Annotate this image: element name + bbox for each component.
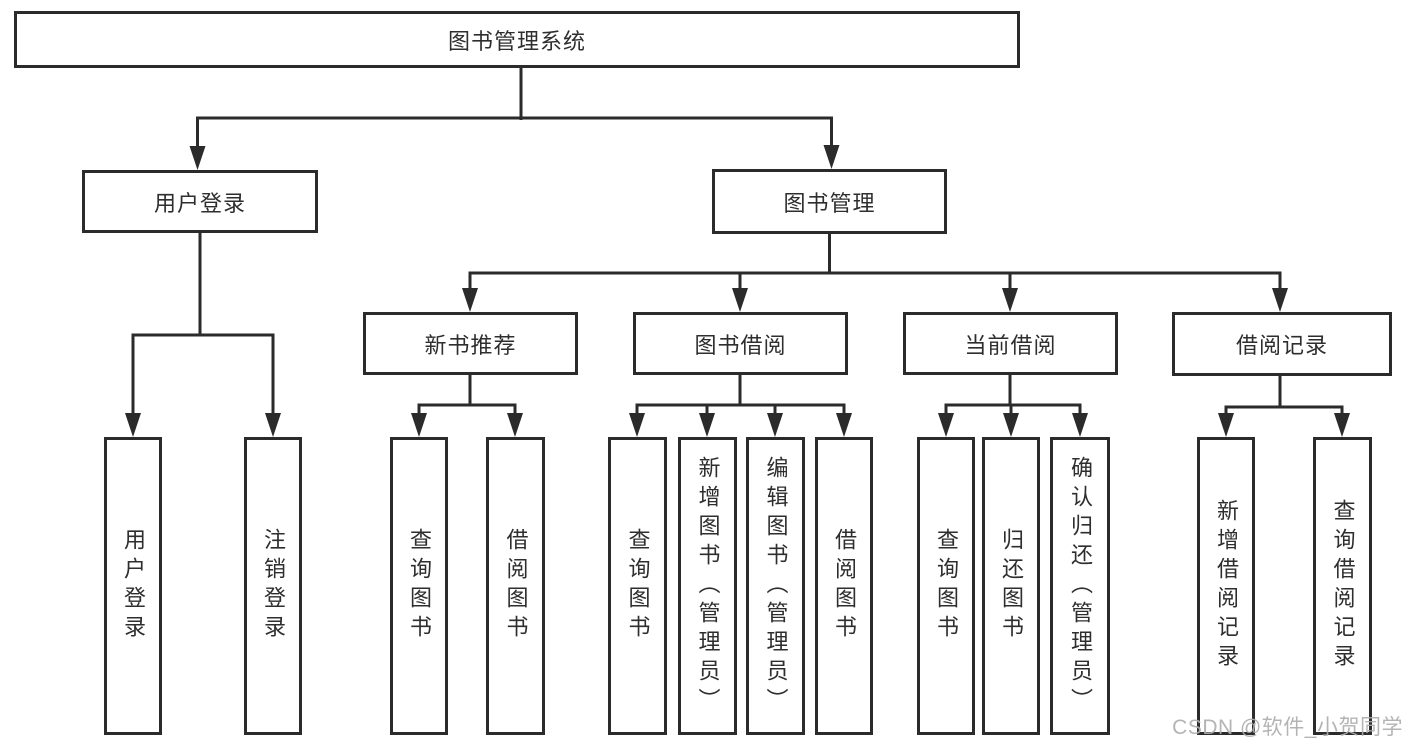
arrow-down-icon bbox=[1072, 413, 1088, 437]
arrow-down-icon bbox=[265, 413, 281, 437]
leaf-label: 借阅图书 bbox=[503, 528, 529, 644]
edge-borrow-split bbox=[635, 375, 846, 415]
node-current-borrow-label: 当前借阅 bbox=[964, 332, 1057, 358]
arrow-down-icon bbox=[1002, 288, 1018, 312]
node-new-book-recommend: 新书推荐 bbox=[363, 312, 578, 375]
leaf-label: 新增借阅记录 bbox=[1214, 499, 1239, 673]
node-user-login: 用户登录 bbox=[82, 170, 318, 233]
node-borrow-records-label: 借阅记录 bbox=[1235, 333, 1328, 358]
leaf-label: 归还图书 bbox=[999, 528, 1024, 644]
node-book-management-label: 图书管理 bbox=[783, 190, 876, 216]
leaf-query-books-borrow: 查询图书 bbox=[608, 437, 667, 735]
arrow-down-icon bbox=[938, 413, 954, 437]
edge-recommend-split bbox=[417, 375, 517, 415]
leaf-borrow-books-borrow: 借阅图书 bbox=[815, 437, 873, 735]
arrow-down-icon bbox=[189, 146, 206, 170]
node-current-borrow: 当前借阅 bbox=[903, 312, 1118, 375]
leaf-label: 查询借阅记录 bbox=[1330, 499, 1356, 673]
arrow-down-icon bbox=[1218, 413, 1234, 437]
arrow-down-icon bbox=[699, 413, 715, 437]
leaf-label: 查询图书 bbox=[407, 528, 432, 644]
arrow-down-icon bbox=[823, 145, 840, 169]
leaf-label: 注销登录 bbox=[261, 528, 286, 644]
arrow-down-icon bbox=[1003, 413, 1019, 437]
arrow-down-icon bbox=[125, 413, 141, 437]
node-root-label: 图书管理系统 bbox=[447, 28, 586, 54]
arrow-down-icon bbox=[767, 413, 783, 437]
arrow-down-icon bbox=[411, 413, 427, 437]
leaf-label: 查询图书 bbox=[625, 528, 651, 644]
leaf-edit-book-admin: 编辑图书（管理员） bbox=[746, 437, 805, 735]
leaf-borrow-books-recommend: 借阅图书 bbox=[486, 437, 545, 735]
arrow-down-icon bbox=[836, 413, 852, 437]
arrow-down-icon bbox=[629, 413, 645, 437]
leaf-add-borrow-record: 新增借阅记录 bbox=[1197, 437, 1255, 735]
leaf-return-books: 归还图书 bbox=[982, 437, 1040, 735]
leaf-label: 借阅图书 bbox=[832, 528, 857, 644]
arrow-down-icon bbox=[732, 288, 748, 312]
node-book-borrow: 图书借阅 bbox=[633, 312, 848, 375]
leaf-label: 用户登录 bbox=[121, 528, 146, 644]
arrow-down-icon bbox=[1334, 413, 1350, 437]
leaf-user-login: 用户登录 bbox=[104, 437, 162, 735]
edge-level1-split bbox=[196, 116, 833, 148]
arrow-down-icon bbox=[1272, 288, 1288, 312]
edge-user-login-split bbox=[131, 233, 275, 415]
leaf-confirm-return-admin: 确认归还（管理员） bbox=[1050, 437, 1110, 735]
node-borrow-records: 借阅记录 bbox=[1172, 312, 1392, 376]
node-book-management: 图书管理 bbox=[712, 169, 947, 234]
leaf-label: 查询图书 bbox=[934, 528, 959, 644]
edge-current-split bbox=[944, 375, 1082, 415]
node-user-login-label: 用户登录 bbox=[153, 190, 246, 216]
leaf-label: 确认归还（管理员） bbox=[1068, 455, 1093, 717]
leaf-query-borrow-record: 查询借阅记录 bbox=[1313, 437, 1372, 735]
node-book-borrow-label: 图书借阅 bbox=[694, 332, 787, 358]
leaf-label: 新增图书（管理员） bbox=[695, 455, 721, 717]
arrow-down-icon bbox=[507, 413, 523, 437]
csdn-watermark: CSDN @软件_小贺同学 bbox=[1172, 716, 1403, 739]
leaf-query-books-recommend: 查询图书 bbox=[390, 437, 448, 735]
node-root: 图书管理系统 bbox=[14, 11, 1020, 68]
arrowheads bbox=[125, 145, 1350, 437]
leaf-add-book-admin: 新增图书（管理员） bbox=[678, 437, 737, 735]
leaf-label: 编辑图书（管理员） bbox=[763, 455, 789, 717]
node-new-book-recommend-label: 新书推荐 bbox=[424, 332, 517, 358]
leaf-query-books-current: 查询图书 bbox=[917, 437, 975, 735]
arrow-down-icon bbox=[462, 288, 478, 312]
leaf-logout: 注销登录 bbox=[244, 437, 302, 735]
edge-book-mgmt-split bbox=[468, 234, 1282, 290]
edge-records-split bbox=[1224, 376, 1344, 416]
